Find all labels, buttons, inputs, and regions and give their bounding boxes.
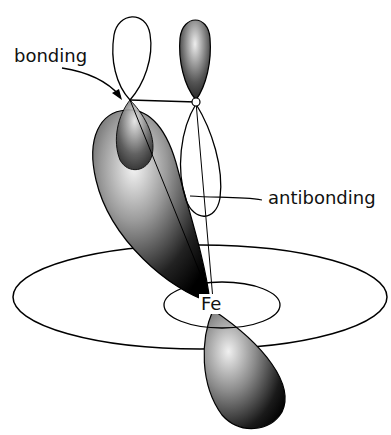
- right-p-lower-lobe: [181, 104, 221, 216]
- arrowhead: [112, 89, 122, 100]
- orbital-label: antibonding: [266, 188, 378, 208]
- carbon-atom: [192, 98, 200, 106]
- bonding-arrow: [62, 68, 120, 96]
- orbital-label: bonding: [14, 46, 87, 66]
- fe-c-line: [196, 102, 213, 300]
- atom-label: Fe: [199, 294, 223, 314]
- cc-bond: [130, 100, 196, 102]
- right-p-upper-lobe: [180, 20, 211, 100]
- left-p-upper-lobe: [113, 17, 151, 100]
- antibonding-leader: [190, 196, 262, 200]
